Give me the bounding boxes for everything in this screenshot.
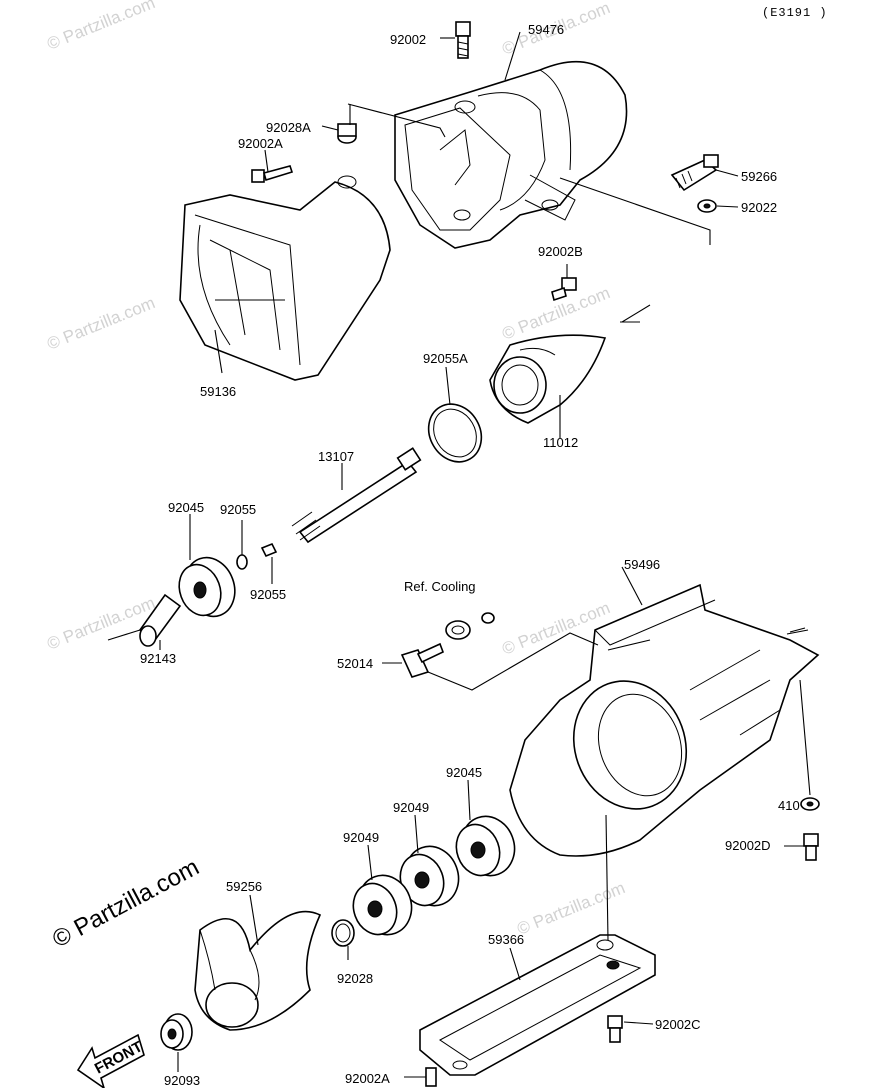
- label-92002A: 92002A: [238, 136, 283, 151]
- bearing-92045-right: [455, 815, 516, 877]
- label-59366: 59366: [488, 932, 524, 947]
- impeller-59256: [194, 910, 322, 1031]
- bracket-59366: [419, 934, 656, 1076]
- label-59136: 59136: [200, 384, 236, 399]
- label-92002C: 92002C: [655, 1017, 701, 1032]
- bearing-92049-b: [352, 874, 413, 936]
- label-13107: 13107: [318, 449, 354, 464]
- label-92002: 92002: [390, 32, 426, 47]
- clamp: [445, 620, 471, 640]
- label-92055: 92055: [250, 587, 286, 602]
- cooling-hose: [380, 530, 545, 625]
- label-92028A: 92028A: [266, 120, 311, 135]
- leader-lines: [107, 31, 811, 1078]
- label-92049: 92049: [393, 800, 429, 815]
- bolt-92002A-bottom: [425, 1067, 437, 1087]
- label-92143: 92143: [140, 651, 176, 666]
- collar-92093: [160, 1013, 193, 1051]
- bolt-92002: [455, 21, 471, 59]
- sleeve-92143: [138, 593, 182, 647]
- bolt-92002D: [803, 833, 819, 861]
- label-92055A: 92055A: [423, 351, 468, 366]
- drive-shaft-13107: [291, 447, 422, 544]
- ref-cooling-label: Ref. Cooling: [404, 579, 476, 594]
- label-92002B: 92002B: [538, 244, 583, 259]
- bearing-92045-left: [178, 556, 236, 618]
- watermark: © Partzilla.com: [44, 293, 157, 354]
- ring-92028: [331, 919, 355, 947]
- label-92002A: 92002A: [345, 1071, 390, 1086]
- label-92093: 92093: [164, 1073, 200, 1088]
- label-92049: 92049: [343, 830, 379, 845]
- pump-case-59476: [394, 60, 628, 249]
- watermark: © Partzilla.com: [514, 878, 627, 939]
- part-labels: 92002 59476 92028A 92002A 59266 92022 92…: [140, 22, 800, 1088]
- label-92022: 92022: [741, 200, 777, 215]
- label-92055: 92055: [220, 502, 256, 517]
- fitting-59266: [670, 154, 719, 192]
- label-59266: 59266: [741, 169, 777, 184]
- label-92045: 92045: [446, 765, 482, 780]
- bolt-92002A: [251, 165, 294, 183]
- watermark-large: © Partzilla.com: [48, 854, 203, 954]
- watermark: © Partzilla.com: [44, 0, 157, 54]
- bolt-92002B: [551, 277, 577, 302]
- label-59256: 59256: [226, 879, 262, 894]
- label-11012: 11012: [543, 435, 578, 450]
- label-52014: 52014: [337, 656, 373, 671]
- label-92028: 92028: [337, 971, 373, 986]
- label-92002D: 92002D: [725, 838, 771, 853]
- label-59496: 59496: [624, 557, 660, 572]
- fitting-52014: [400, 642, 445, 678]
- label-410: 410: [778, 798, 800, 813]
- diagram-code: (E3191 ): [762, 6, 828, 20]
- nozzle-11012: [489, 334, 607, 424]
- bearing-92049-a: [399, 845, 460, 907]
- pump-housing-59136: [179, 123, 391, 381]
- washer-92055-b: [260, 542, 278, 558]
- watermark: © Partzilla.com: [44, 593, 157, 654]
- bolt-92002C: [607, 1015, 623, 1043]
- o-ring-92055A: [427, 403, 483, 463]
- label-92045: 92045: [168, 500, 204, 515]
- washer-92055-a: [236, 554, 248, 570]
- label-59476: 59476: [528, 22, 564, 37]
- pump-body-59496: [509, 583, 820, 857]
- front-arrow-icon: FRONT: [76, 1033, 146, 1088]
